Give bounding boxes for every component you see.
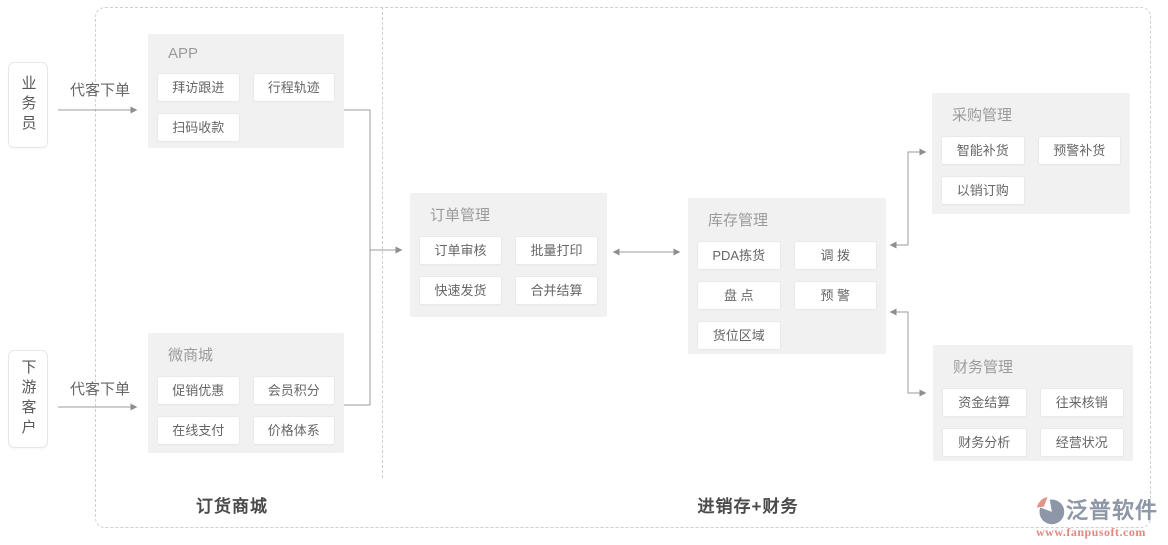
feature-chip-transfer: 调 拨 bbox=[793, 241, 877, 270]
actor-salesperson-label: 业务员 bbox=[19, 75, 37, 135]
feature-chip-pda-picking: PDA拣货 bbox=[697, 241, 781, 270]
panel-inventory-management-title: 库存管理 bbox=[708, 212, 769, 229]
arrow-label-order-on-behalf-top: 代客下单 bbox=[69, 82, 130, 99]
feature-chip-financial-analysis: 财务分析 bbox=[942, 428, 1027, 457]
feature-chip-promotions: 促销优惠 bbox=[157, 376, 240, 405]
feature-chip-online-payment: 在线支付 bbox=[157, 416, 240, 445]
feature-chip-account-writeoff: 往来核销 bbox=[1039, 388, 1124, 417]
section-label-erp-finance: 进销存+财务 bbox=[697, 497, 799, 516]
feature-chip-bin-zones: 货位区域 bbox=[697, 321, 781, 350]
feature-chip-trip-track: 行程轨迹 bbox=[252, 73, 335, 102]
feature-chip-fast-shipping: 快速发货 bbox=[419, 276, 502, 305]
panel-order-management-title: 订单管理 bbox=[430, 207, 491, 224]
feature-chip-smart-replenish: 智能补货 bbox=[941, 136, 1025, 165]
fanpu-logo: 泛普软件 www.fanpusoft.com bbox=[1036, 495, 1168, 540]
panel-app-title: APP bbox=[168, 45, 199, 62]
feature-chip-member-points: 会员积分 bbox=[252, 376, 335, 405]
panel-order-management: 订单管理 订单审核 批量打印 快速发货 合并结算 bbox=[410, 193, 607, 317]
fanpu-logo-name: 泛普软件 bbox=[1066, 498, 1159, 523]
arrow-label-order-on-behalf-bottom: 代客下单 bbox=[69, 381, 130, 398]
feature-chip-order-review: 订单审核 bbox=[419, 236, 502, 265]
feature-chip-stocktake: 盘 点 bbox=[697, 281, 781, 310]
panel-purchase-management: 采购管理 智能补货 预警补货 以销订购 bbox=[932, 93, 1130, 214]
feature-chip-merged-settlement: 合并结算 bbox=[515, 276, 598, 305]
feature-chip-alert: 预 警 bbox=[793, 281, 877, 310]
dashed-section-divider bbox=[382, 7, 383, 478]
panel-purchase-management-title: 采购管理 bbox=[952, 107, 1013, 124]
fanpu-logo-icon bbox=[1036, 496, 1065, 525]
panel-micro-mall-title: 微商城 bbox=[168, 347, 214, 364]
feature-chip-visit-followup: 拜访跟进 bbox=[157, 73, 240, 102]
actor-downstream-customer: 下游客户 bbox=[8, 350, 48, 448]
feature-chip-alert-replenish: 预警补货 bbox=[1037, 136, 1121, 165]
feature-chip-fund-settlement: 资金结算 bbox=[942, 388, 1027, 417]
fanpu-logo-url: www.fanpusoft.com bbox=[1036, 525, 1146, 539]
actor-salesperson: 业务员 bbox=[8, 62, 48, 148]
feature-chip-scan-payment: 扫码收款 bbox=[157, 113, 240, 142]
actor-downstream-customer-label: 下游客户 bbox=[19, 359, 37, 439]
feature-chip-business-status: 经营状况 bbox=[1039, 428, 1124, 457]
panel-inventory-management: 库存管理 PDA拣货 调 拨 盘 点 预 警 货位区域 bbox=[688, 198, 886, 354]
section-label-order-mall: 订货商城 bbox=[196, 497, 268, 516]
feature-chip-order-by-sales: 以销订购 bbox=[941, 176, 1025, 205]
panel-micro-mall: 微商城 促销优惠 会员积分 在线支付 价格体系 bbox=[148, 333, 344, 453]
feature-chip-batch-print: 批量打印 bbox=[515, 236, 598, 265]
panel-app: APP 拜访跟进 行程轨迹 扫码收款 bbox=[148, 34, 344, 148]
panel-finance-management-title: 财务管理 bbox=[953, 359, 1014, 376]
panel-finance-management: 财务管理 资金结算 往来核销 财务分析 经营状况 bbox=[933, 345, 1133, 461]
dashed-outer-frame bbox=[95, 7, 1151, 528]
feature-chip-price-system: 价格体系 bbox=[252, 416, 335, 445]
